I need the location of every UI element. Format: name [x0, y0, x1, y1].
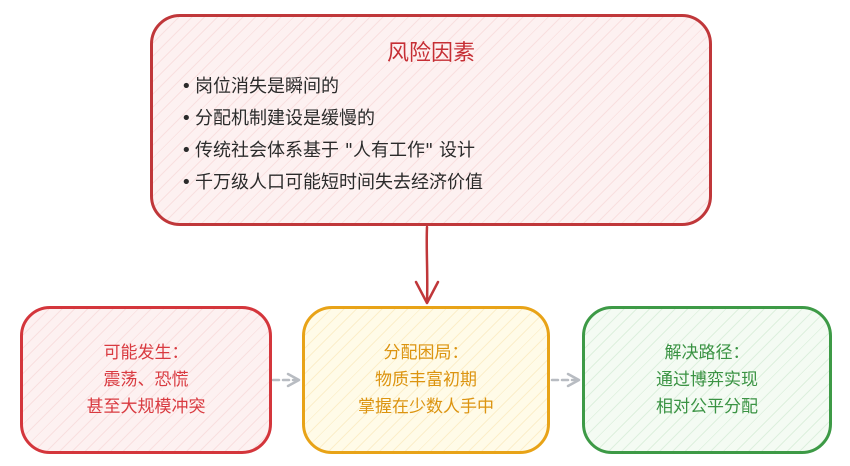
risk-item: 传统社会体系基于 "人有工作" 设计: [181, 135, 483, 167]
possible-outcome-line: 震荡、恐慌: [103, 369, 189, 390]
risk-factors-list: 岗位消失是瞬间的 分配机制建设是缓慢的 传统社会体系基于 "人有工作" 设计 千…: [181, 71, 483, 199]
distribution-dilemma-box: 分配困局： 物质丰富初期 掌握在少数人手中: [302, 306, 550, 454]
possible-outcome-box: 可能发生： 震荡、恐慌 甚至大规模冲突: [20, 306, 272, 454]
arrow-dilemma-to-solution: [550, 372, 581, 388]
risk-factors-title: 风险因素: [386, 41, 475, 66]
risk-item: 分配机制建设是缓慢的: [181, 103, 483, 135]
distribution-dilemma-line: 物质丰富初期: [375, 369, 477, 390]
distribution-dilemma-title: 分配困局：: [383, 342, 469, 363]
risk-factors-box: 风险因素 岗位消失是瞬间的 分配机制建设是缓慢的 传统社会体系基于 "人有工作"…: [150, 14, 712, 226]
possible-outcome-line: 甚至大规模冲突: [86, 396, 206, 417]
risk-item: 岗位消失是瞬间的: [181, 71, 483, 103]
distribution-dilemma-line: 掌握在少数人手中: [358, 396, 494, 417]
solution-path-line: 通过博弈实现: [656, 369, 758, 390]
arrow-happen-to-dilemma: [271, 372, 301, 388]
solution-path-line: 相对公平分配: [656, 396, 758, 417]
arrow-risk-to-dilemma: [414, 225, 440, 305]
possible-outcome-title: 可能发生：: [103, 342, 189, 363]
risk-item: 千万级人口可能短时间失去经济价值: [181, 167, 483, 199]
solution-path-title: 解决路径：: [664, 342, 750, 363]
solution-path-box: 解决路径： 通过博弈实现 相对公平分配: [582, 306, 832, 454]
